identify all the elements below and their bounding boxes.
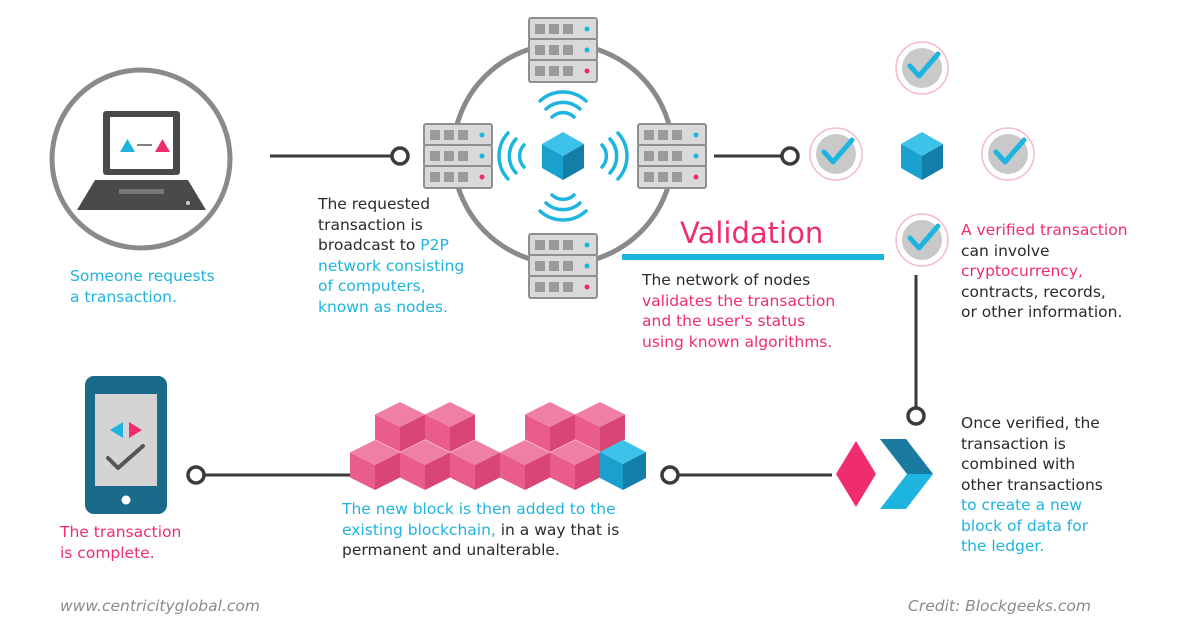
step5-line7: the ledger. [961, 537, 1045, 555]
step2-line4: network consisting [318, 256, 465, 275]
step6-line1: The new block is then added to the [342, 500, 616, 518]
step7-line1: The transaction [60, 523, 182, 541]
validation-bar [622, 254, 884, 260]
block-cube-icon [542, 132, 584, 180]
block-cube-icon [901, 132, 943, 180]
step6-line2: existing blockchain, in a way that is [342, 520, 619, 541]
step5-line1: Once verified, the [961, 414, 1100, 432]
step4-line5: or other information. [961, 303, 1123, 321]
step4-line3: cryptocurrency, [961, 262, 1083, 280]
step7-line2: is complete. [60, 543, 155, 562]
step2-line6: known as nodes. [318, 297, 448, 316]
step7-caption: The transaction is complete. [60, 522, 181, 563]
step2-line5: of computers, [318, 277, 426, 295]
validation-title: Validation [680, 216, 824, 250]
validation-line4: using known algorithms. [642, 332, 833, 351]
step2-line3: broadcast to P2P [318, 235, 464, 256]
check-badge-icon [810, 128, 862, 180]
step6-line2a: existing blockchain, [342, 520, 496, 539]
block-cube-icon [600, 440, 646, 490]
smartphone-icon [85, 376, 167, 514]
step5-line2: transaction is [961, 434, 1066, 453]
step6-line2b: in a way that is [495, 520, 620, 539]
step1-line2: a transaction. [70, 287, 177, 306]
check-badge-icon [896, 214, 948, 266]
server-icon [423, 123, 493, 189]
blockchain-logo-icon [836, 439, 933, 509]
validation-line1: The network of nodes [642, 271, 811, 289]
footer-website: www.centricityglobal.com [60, 597, 260, 615]
step5-caption: Once verified, the transaction is combin… [961, 413, 1103, 557]
step2-line3a: broadcast to [318, 236, 421, 254]
pink-cubes-icon [350, 402, 646, 490]
step5-line3: combined with [961, 455, 1076, 473]
server-icon [528, 233, 598, 299]
laptop-icon [49, 67, 233, 251]
server-icon [528, 17, 598, 83]
step4-line1: A verified transaction [961, 221, 1128, 239]
server-icon [637, 123, 707, 189]
step6-caption: The new block is then added to the exist… [342, 499, 619, 561]
wifi-signal-icon [497, 90, 629, 222]
footer-credit: Credit: Blockgeeks.com [908, 597, 1092, 615]
step5-line4: other transactions [961, 475, 1103, 494]
step5-line5: to create a new [961, 496, 1083, 514]
validation-caption: The network of nodes validates the trans… [642, 270, 835, 352]
node-network [423, 17, 707, 299]
step2-line1: The requested [318, 195, 431, 213]
check-badge-icon [896, 42, 948, 94]
step5-line6: block of data for [961, 516, 1089, 535]
check-badge-icon [982, 128, 1034, 180]
step2-caption: The requested transaction is broadcast t… [318, 194, 464, 317]
validation-line2: validates the transaction [642, 291, 836, 310]
step4-line2: can involve [961, 241, 1050, 260]
step6-line3: permanent and unalterable. [342, 541, 560, 559]
step1-caption: Someone requests a transaction. [70, 266, 215, 307]
step2-line3b: P2P [420, 236, 449, 254]
step1-line1: Someone requests [70, 267, 215, 285]
step4-caption: A verified transaction can involve crypt… [961, 220, 1128, 323]
validation-line3: and the user's status [642, 312, 806, 330]
step4-line4: contracts, records, [961, 282, 1106, 301]
step2-line2: transaction is [318, 215, 423, 234]
